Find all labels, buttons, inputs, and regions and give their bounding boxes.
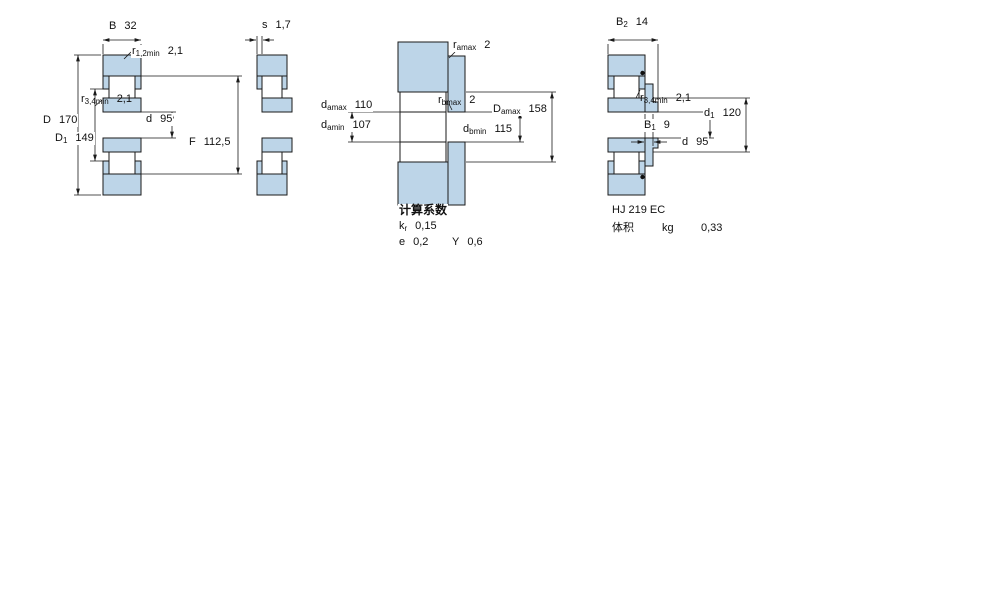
- fig1-bearing-section: [102, 54, 142, 196]
- fig2-bearing-side-section: [256, 54, 293, 196]
- angle-ring-mass-value: 0,33: [700, 222, 724, 234]
- angle-ring-mass-label: 体积: [611, 222, 635, 234]
- calculation-factors-title: 计算系数: [398, 203, 449, 217]
- angle-ring-designation: HJ 219 EC: [611, 204, 667, 216]
- fig4-bearing-with-angle-ring: [607, 54, 659, 196]
- fig3-abutment-section: [397, 41, 466, 206]
- locating-dot-icon: [640, 70, 645, 180]
- angle-ring-mass-unit: kg: [661, 222, 675, 234]
- fig3-dimension-lines: [348, 51, 556, 163]
- fig2-dimension-lines: [245, 36, 274, 54]
- fig4-dimension-lines: [607, 38, 750, 153]
